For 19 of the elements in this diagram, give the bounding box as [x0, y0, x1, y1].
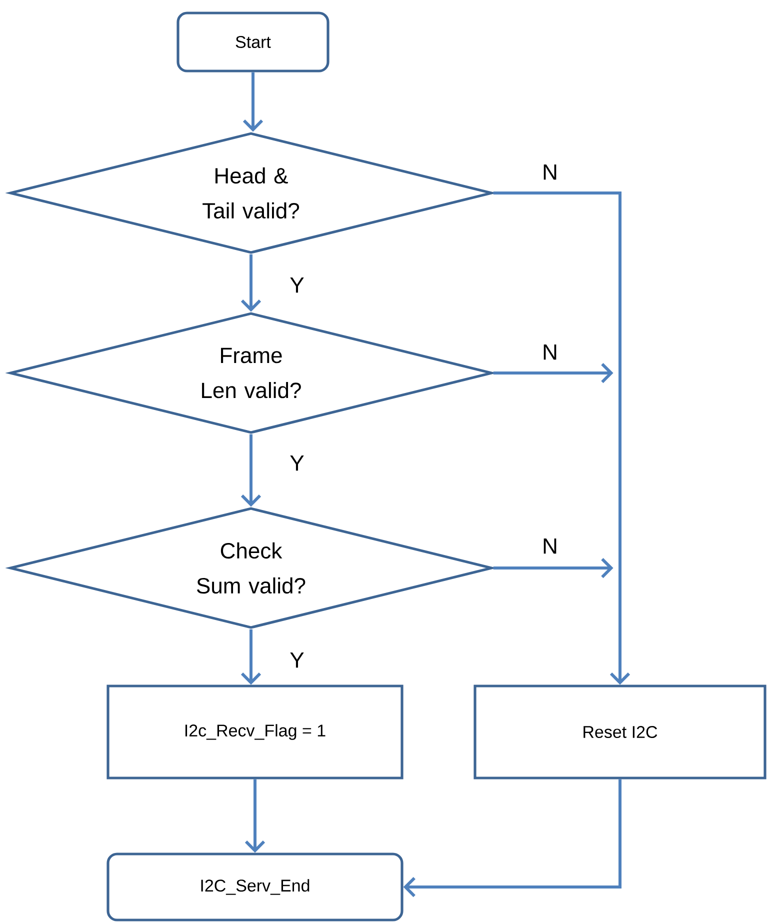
- arrow: [244, 779, 266, 853]
- terminal-box: Start: [176, 12, 330, 72]
- arrow: [240, 629, 262, 685]
- edge-label: Y: [288, 276, 306, 294]
- arrow: [403, 779, 622, 898]
- process-box: I2c_Recv_Flag = 1: [106, 684, 404, 780]
- arrow: [240, 434, 262, 507]
- arrow: [240, 254, 262, 312]
- edge-label: Y: [288, 651, 306, 669]
- arrow: [493, 558, 614, 578]
- edge-label: N: [541, 163, 559, 181]
- terminal-box: I2C_Serv_End: [106, 852, 404, 922]
- arrow: [493, 362, 614, 384]
- edge-label: Y: [288, 454, 306, 472]
- arrow: [493, 192, 630, 685]
- edge-label: N: [541, 537, 559, 555]
- process-box: Reset I2C: [474, 684, 766, 780]
- arrow: [242, 72, 264, 132]
- edge-label: N: [541, 343, 559, 361]
